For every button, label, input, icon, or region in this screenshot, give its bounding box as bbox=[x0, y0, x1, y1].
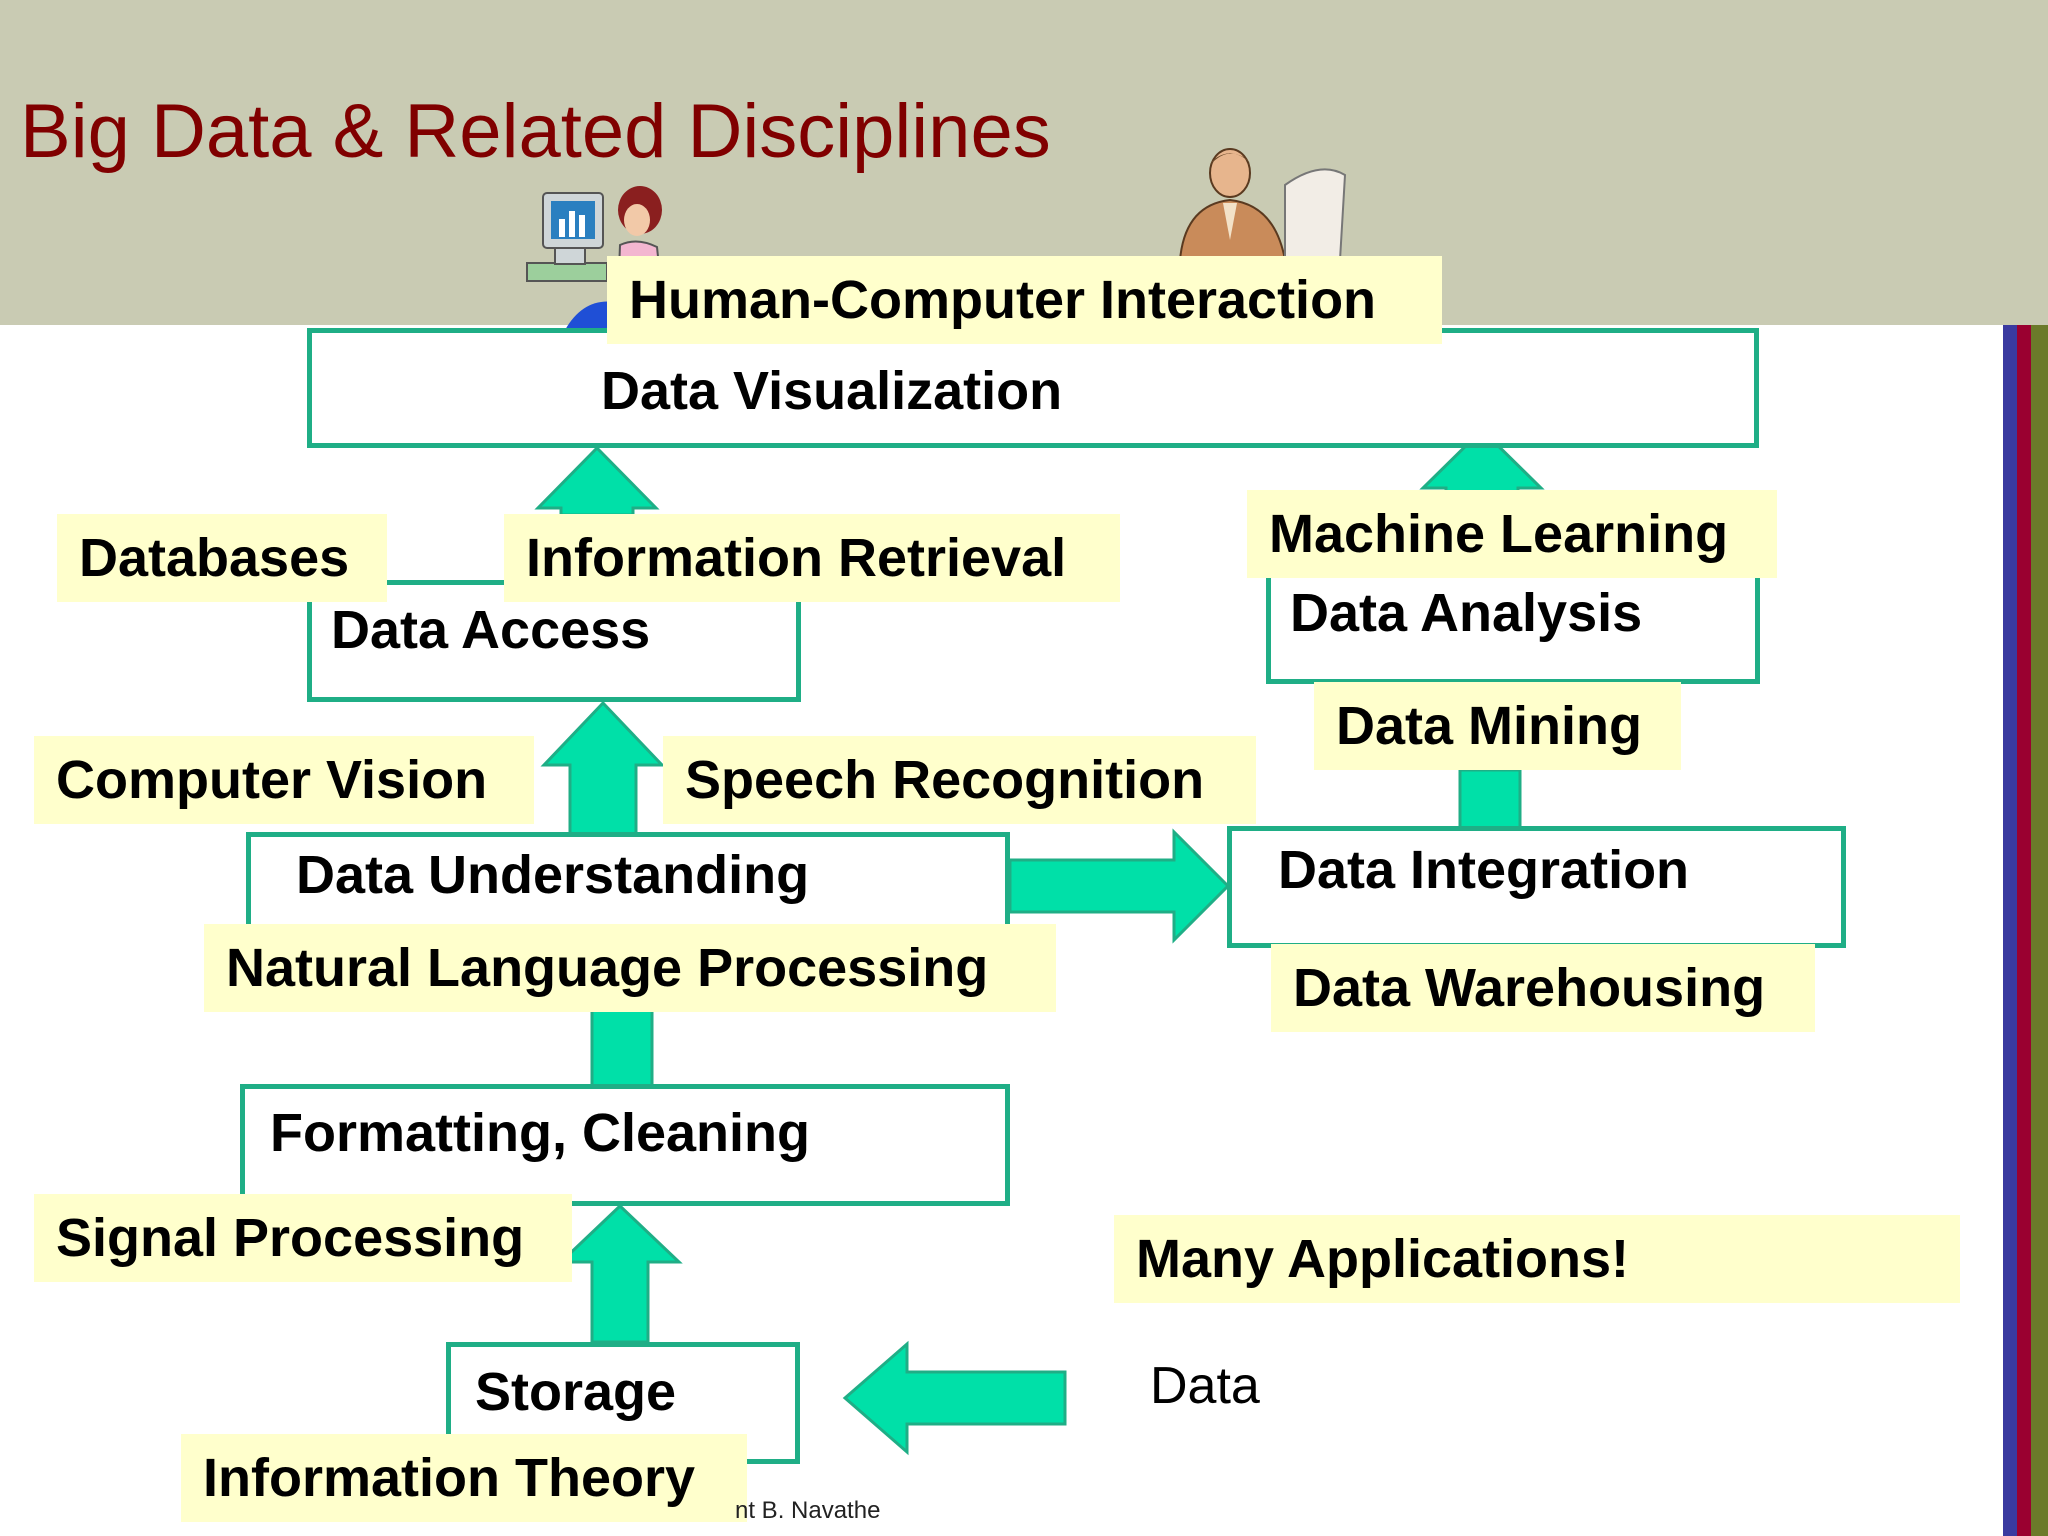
data-integration-label: Data Integration bbox=[1278, 840, 1690, 900]
formatting-cleaning-label: Formatting, Cleaning bbox=[270, 1103, 810, 1163]
tag-data-mining: Data Mining bbox=[1314, 682, 1681, 770]
tag-information-retrieval: Information Retrieval bbox=[504, 514, 1120, 602]
data-integration-box bbox=[1227, 826, 1846, 948]
arrow-storage-to-formatting bbox=[557, 1203, 683, 1344]
tag-data-warehousing: Data Warehousing bbox=[1271, 944, 1815, 1032]
formatting-cleaning-box bbox=[240, 1084, 1010, 1206]
storage-label: Storage bbox=[475, 1362, 677, 1422]
tag-computer-vision: Computer Vision bbox=[34, 736, 534, 824]
arrow-understanding-to-access bbox=[540, 700, 666, 838]
arrow-access-to-visualization bbox=[534, 445, 660, 517]
tag-signal-processing: Signal Processing bbox=[34, 1194, 572, 1282]
right-stripe-red bbox=[2017, 325, 2031, 1536]
footer-text: nt B. Navathe bbox=[735, 1497, 881, 1524]
arrow-understanding-to-integration bbox=[1008, 828, 1231, 944]
tag-human-computer-interaction: Human-Computer Interaction bbox=[607, 256, 1442, 344]
tag-speech-recognition: Speech Recognition bbox=[663, 736, 1256, 824]
connector-formatting-to-understanding bbox=[590, 1008, 654, 1090]
man-at-computer-clipart-icon bbox=[1178, 148, 1347, 260]
data-source-label: Data bbox=[1150, 1357, 1260, 1415]
data-visualization-box bbox=[307, 328, 1759, 448]
arrow-data-to-storage bbox=[842, 1340, 1067, 1456]
data-visualization-label: Data Visualization bbox=[601, 361, 1063, 421]
data-access-label: Data Access bbox=[331, 600, 651, 660]
right-stripe-olive bbox=[2031, 325, 2048, 1536]
tag-natural-language-processing: Natural Language Processing bbox=[204, 924, 1056, 1012]
slide-title: Big Data & Related Disciplines bbox=[20, 89, 1051, 174]
tag-databases: Databases bbox=[57, 514, 387, 602]
tag-many-applications: Many Applications! bbox=[1114, 1215, 1960, 1303]
data-understanding-label: Data Understanding bbox=[296, 845, 810, 905]
data-analysis-label: Data Analysis bbox=[1290, 583, 1643, 643]
right-stripe-blue bbox=[2003, 325, 2017, 1536]
tag-machine-learning: Machine Learning bbox=[1247, 490, 1777, 578]
tag-information-theory: Information Theory bbox=[181, 1434, 747, 1522]
connector-integration-to-mining bbox=[1458, 768, 1522, 830]
